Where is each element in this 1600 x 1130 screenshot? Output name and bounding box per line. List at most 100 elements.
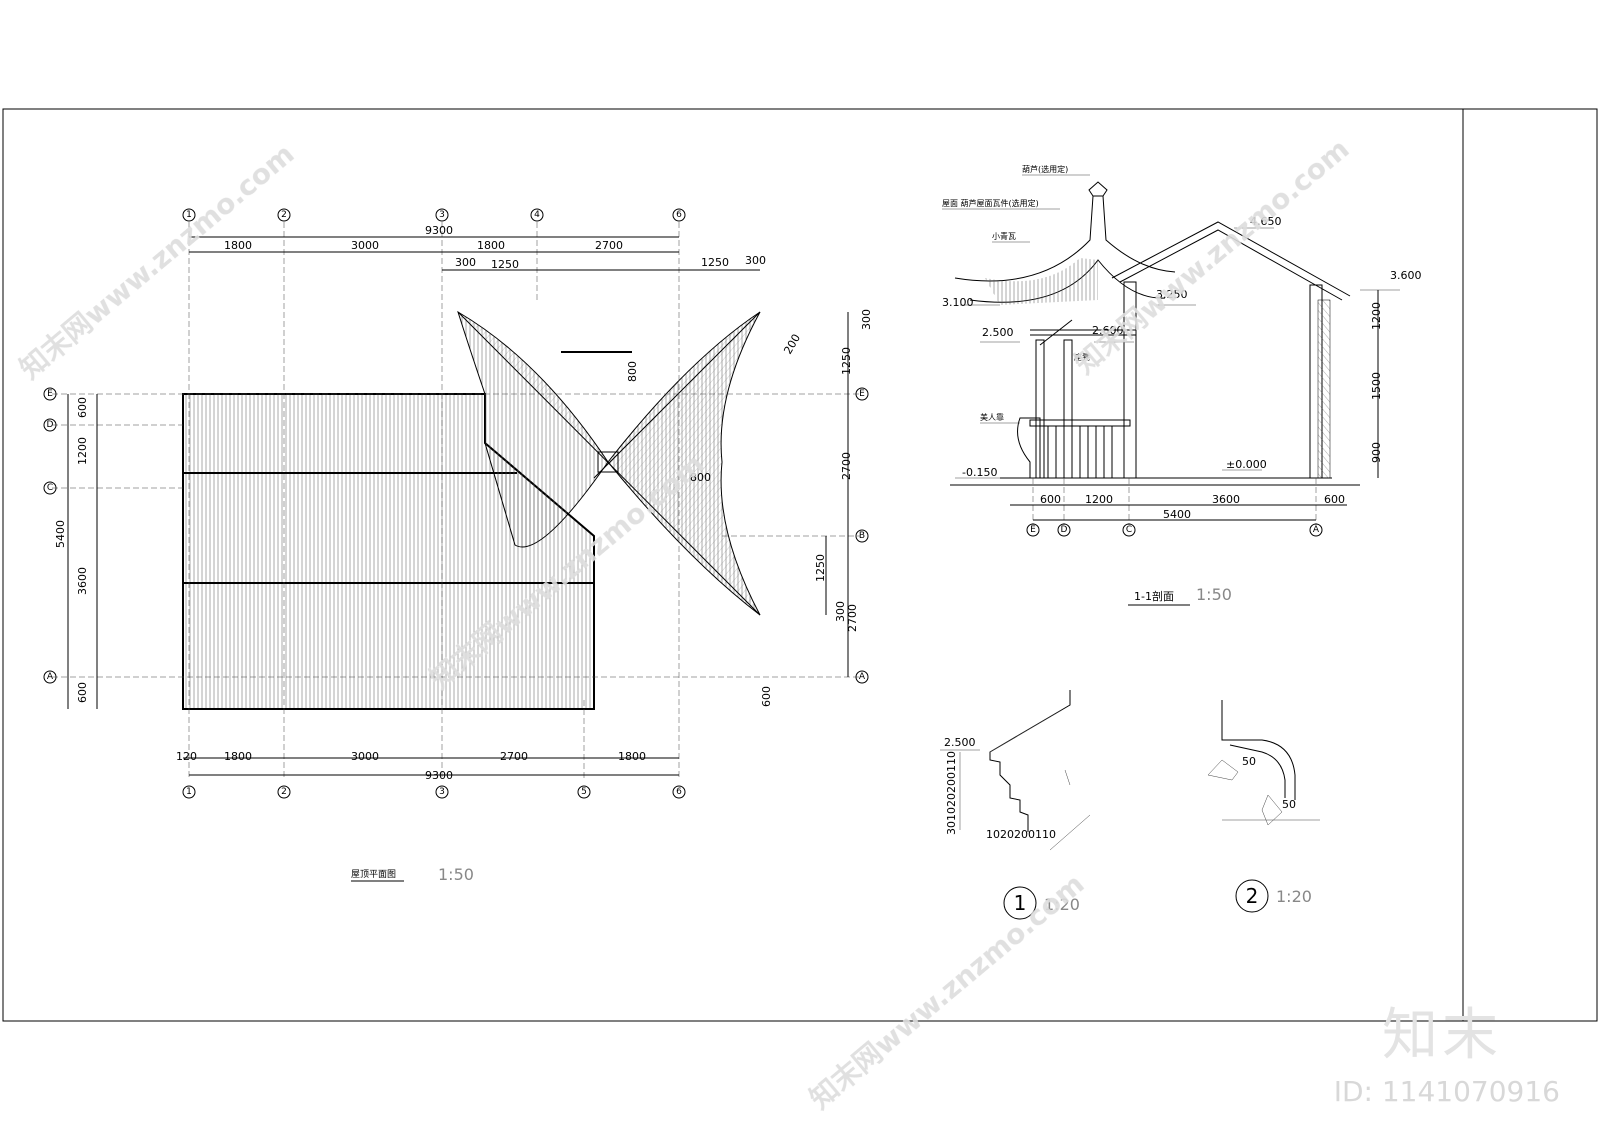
detail-2: 50 50 2 1:20 [1207,700,1320,913]
dim-top-sub: 300 [455,256,476,269]
axis-label: A [47,672,54,682]
dim-bottom: 2700 [500,750,528,763]
dim-top-sub: 1250 [701,256,729,269]
detail2-scale: 1:20 [1276,887,1312,906]
roof-plan: 1 2 3 4 6 1 2 3 5 6 E D C A E B A [43,208,873,884]
axis-label: E [1030,525,1036,535]
axis-label: E [47,389,53,399]
dim-section: 600 [1324,493,1345,506]
axis-label: 2 [281,210,287,220]
axis-label: C [1126,525,1132,535]
dim-pavilion: 800 [626,361,639,382]
dim-left: 5400 [54,520,67,548]
watermark-text: 知末网www.znzmo.com [803,867,1090,1115]
dim-pavilion: 200 [781,332,803,357]
axis-label: 3 [439,787,445,797]
elev-eave: 3.600 [1390,269,1422,282]
detail2-number: 2 [1246,884,1259,908]
elev-beam: 2.600 [1092,324,1124,337]
detail1-dims2: 1020200110 [986,828,1056,841]
watermark-text: 知末网www.znzmo.com [1068,132,1355,380]
axis-label: 6 [676,210,682,220]
axis-label: A [859,672,866,682]
dim-top-sub: 1250 [491,258,519,271]
dim-bottom: 3000 [351,750,379,763]
axis-label: 6 [676,787,682,797]
axis-label: 2 [281,787,287,797]
dim-section: 3600 [1212,493,1240,506]
dim-bottom: 1800 [224,750,252,763]
dim-left: 600 [76,397,89,418]
left-axis-bubbles: E D C A [43,387,57,684]
section-1-1: 4.650 3.600 3.250 3.100 2.600 2.500 -0.1… [942,164,1422,606]
axis-label: 5 [581,787,587,797]
axis-label: 1 [186,787,192,797]
note-finial: 葫芦(选用定) [1022,164,1068,174]
detail1-number: 1 [1014,891,1027,915]
axis-label: 4 [534,210,540,220]
elev-mid: 3.250 [1156,288,1188,301]
sheet-frame [2,108,1598,1022]
dim-top: 1800 [224,239,252,252]
detail1-dims: 301020200110 [945,751,958,835]
dim-section-right: 1500 [1370,372,1383,400]
dim-top: 2700 [595,239,623,252]
dim-section-right: 1200 [1370,302,1383,330]
axis-label: 3 [439,210,445,220]
section-scale: 1:50 [1196,585,1232,604]
detail1-elev: 2.500 [944,736,976,749]
note-roof-tiles: 屋面 葫芦屋面瓦件(选用定) [942,198,1039,208]
dim-right: 1250 [814,554,827,582]
axis-label: D [1061,525,1068,535]
dim-pavilion: 800 [690,471,711,484]
dim-section-total: 5400 [1163,508,1191,521]
dim-left: 600 [76,682,89,703]
elev-ground: -0.150 [962,466,997,479]
dim-right: 300 [860,309,873,330]
plan-title: 屋顶平面图 [351,869,396,880]
dim-right: 600 [760,686,773,707]
note-tiles: 小青瓦 [992,231,1016,241]
note-railing: 美人靠 [980,412,1004,422]
dim-left: 3600 [76,567,89,595]
dim-right: 2700 [840,452,853,480]
dim-left: 1200 [76,437,89,465]
axis-label: 1 [186,210,192,220]
plan-scale: 1:50 [438,865,474,884]
elev-beam2: 2.500 [982,326,1014,339]
section-title: 1-1剖面 [1134,589,1174,603]
detail1-scale: 1:20 [1044,895,1080,914]
detail2-label: 50 [1282,798,1296,811]
axis-label: A [1313,525,1320,535]
dim-top-total: 9300 [425,224,453,237]
dim-top: 3000 [351,239,379,252]
dim-top-sub: 300 [745,254,766,267]
axis-label: B [859,531,865,541]
elev-floor: ±0.000 [1226,458,1267,471]
dim-bottom-offset: 120 [176,750,197,763]
note-bench: 座凳 [1074,352,1090,362]
top-axis-bubbles: 1 2 3 4 6 [182,208,686,222]
bottom-axis-bubbles: 1 2 3 5 6 [182,785,686,799]
watermark-text: 知末网www.znzmo.com [13,137,300,385]
right-axis-bubbles: E B A [855,387,869,684]
dim-top: 1800 [477,239,505,252]
watermark-logo: 知末 [1382,1003,1502,1068]
detail2-label: 50 [1242,755,1256,768]
elev-pav-eave: 3.100 [942,296,974,309]
dim-right: 300 [834,601,847,622]
dim-section-right: 900 [1370,442,1383,463]
axis-label: E [859,389,865,399]
axis-label: D [47,420,54,430]
dim-bottom-total: 9300 [425,769,453,782]
dim-section: 600 [1040,493,1061,506]
dim-right: 2700 [846,604,859,632]
dim-section: 1200 [1085,493,1113,506]
watermark-id: ID: 1141070916 [1333,1075,1560,1108]
dim-right: 1250 [840,347,853,375]
axis-label: C [47,483,53,493]
elev-ridge: 4.650 [1250,215,1282,228]
dim-bottom: 1800 [618,750,646,763]
detail-1: 2.500 301020200110 1020200110 1 1:20 [940,690,1091,920]
